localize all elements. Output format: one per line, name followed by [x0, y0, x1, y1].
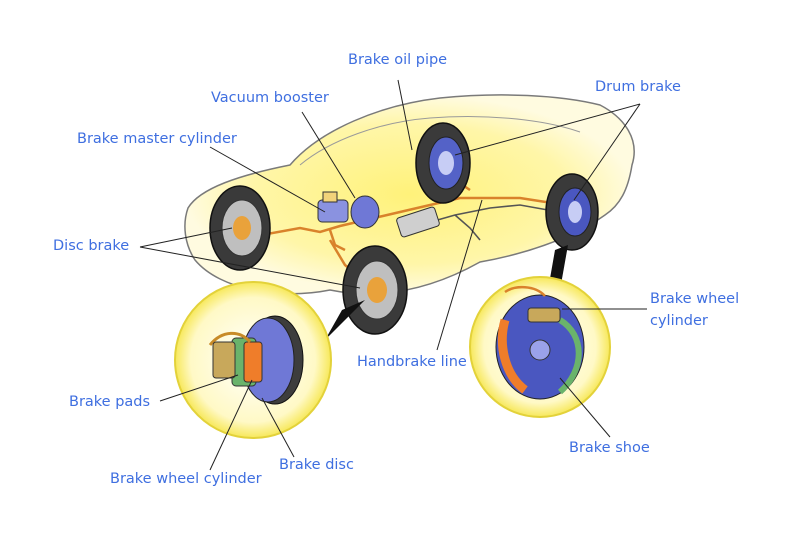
label-brake-shoe: Brake shoe [569, 440, 650, 456]
label-brake-oil-pipe: Brake oil pipe [348, 52, 448, 68]
label-vacuum-booster: Vacuum booster [211, 90, 329, 106]
drum-brake-detail [469, 276, 611, 418]
front-upper-wheel [209, 185, 271, 271]
rear-lower-wheel [545, 173, 599, 251]
handbrake-cable [419, 204, 549, 241]
detail-pointer-disc [325, 300, 365, 340]
disc-brake-detail [174, 281, 332, 439]
front-lower-wheel [342, 245, 408, 335]
label-handbrake-line: Handbrake line [357, 354, 467, 370]
handbrake-lever [396, 206, 440, 238]
label-drum-brake: Drum brake [595, 79, 681, 95]
label-brake-wheel-cylinder-drum: Brake wheel cylinder [650, 291, 740, 329]
leader-lines [139, 79, 647, 471]
rear-upper-wheel [415, 122, 471, 204]
label-brake-master-cylinder: Brake master cylinder [77, 131, 237, 147]
label-disc-brake: Disc brake [53, 238, 130, 254]
label-brake-wheel-cylinder-disc: Brake wheel cylinder [110, 471, 262, 487]
master-cylinder-booster [317, 191, 380, 229]
label-brake-disc: Brake disc [279, 457, 354, 473]
label-brake-pads: Brake pads [69, 394, 151, 410]
